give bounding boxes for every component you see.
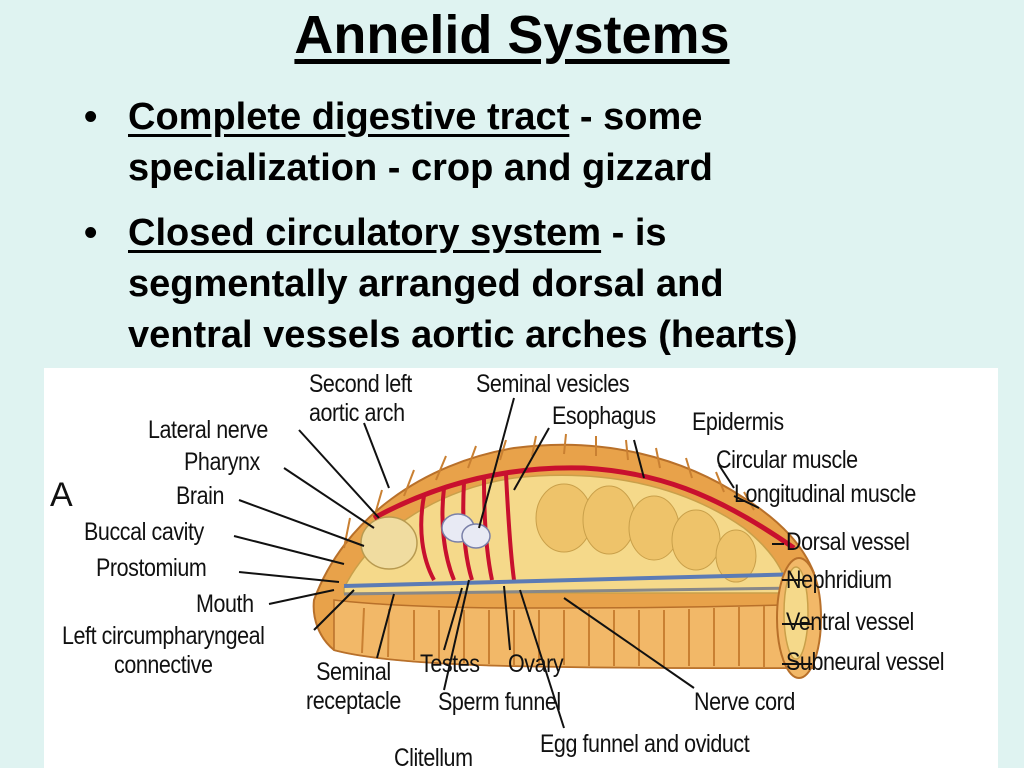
label-ventral-vessel: Ventral vessel — [786, 608, 914, 636]
label-epidermis: Epidermis — [692, 408, 784, 436]
label-buccal-cavity: Buccal cavity — [84, 518, 204, 546]
dorsal-vessel-line — [372, 465, 796, 551]
label-pharynx: Pharynx — [184, 448, 260, 476]
label-seminal-receptacle: Seminal receptacle — [306, 658, 401, 715]
label-lateral-nerve: Lateral nerve — [148, 416, 268, 444]
label-testes: Testes — [420, 650, 480, 678]
bullet-circulatory-text-1: - is — [601, 212, 667, 254]
label-dorsal-vessel: Dorsal vessel — [786, 528, 910, 556]
label-mouth: Mouth — [196, 590, 254, 618]
bullet-dot: • — [84, 96, 98, 138]
seminal-vesicles-shape — [441, 513, 491, 549]
label-esophagus: Esophagus — [552, 402, 656, 430]
bullet-digestive: • Complete digestive tract - some specia… — [84, 92, 984, 194]
aortic-arches — [419, 473, 516, 581]
label-prostomium: Prostomium — [96, 554, 207, 582]
bullet-circulatory-heading: Closed circulatory system — [128, 212, 602, 254]
label-longitudinal-muscle: Longitudinal muscle — [734, 480, 916, 508]
label-circular-muscle: Circular muscle — [716, 446, 858, 474]
bullet-list: • Complete digestive tract - some specia… — [84, 92, 984, 375]
label-second-left-aortic-arch: Second left aortic arch — [309, 370, 412, 427]
body-lower — [333, 599, 815, 669]
panel-letter: A — [50, 476, 73, 514]
label-subneural-vessel: Subneural vessel — [786, 648, 945, 676]
ventral-vessel-line — [343, 572, 805, 588]
bullet-circulatory-text-2: segmentally arranged dorsal and — [128, 263, 724, 305]
label-egg-funnel-and-oviduct: Egg funnel and oviduct — [540, 730, 750, 758]
label-ovary: Ovary — [508, 650, 564, 678]
label-seminal-vesicles: Seminal vesicles — [476, 370, 630, 398]
bullet-dot: • — [84, 212, 98, 254]
bullet-digestive-heading: Complete digestive tract — [128, 96, 570, 138]
earthworm-diagram: A Second left aortic arch Seminal vesicl… — [44, 368, 998, 768]
earthworm-illustration — [233, 397, 822, 729]
nerve-cord-line — [343, 586, 805, 596]
bullet-digestive-text-1: - some — [569, 96, 703, 138]
cross-section-core — [783, 566, 809, 660]
bullet-digestive-text-2: specialization - crop and gizzard — [128, 147, 713, 189]
slide-title: Annelid Systems — [294, 5, 730, 65]
label-sperm-funnel: Sperm funnel — [438, 688, 561, 716]
leader-lines — [233, 397, 812, 729]
label-clitellum: Clitellum — [394, 744, 473, 768]
bullet-circulatory-text-3: ventral vessels aortic arches (hearts) — [128, 314, 798, 356]
label-nerve-cord: Nerve cord — [694, 688, 795, 716]
segment-ridges — [343, 433, 755, 549]
bullet-circulatory: • Closed circulatory system - is segment… — [84, 208, 984, 361]
label-nephridium: Nephridium — [786, 566, 892, 594]
gut-pouches — [535, 483, 757, 583]
pharynx-shape — [360, 516, 418, 570]
label-left-circumpharyngeal-connective: Left circumpharyngeal connective — [62, 622, 265, 679]
label-brain: Brain — [176, 482, 225, 510]
